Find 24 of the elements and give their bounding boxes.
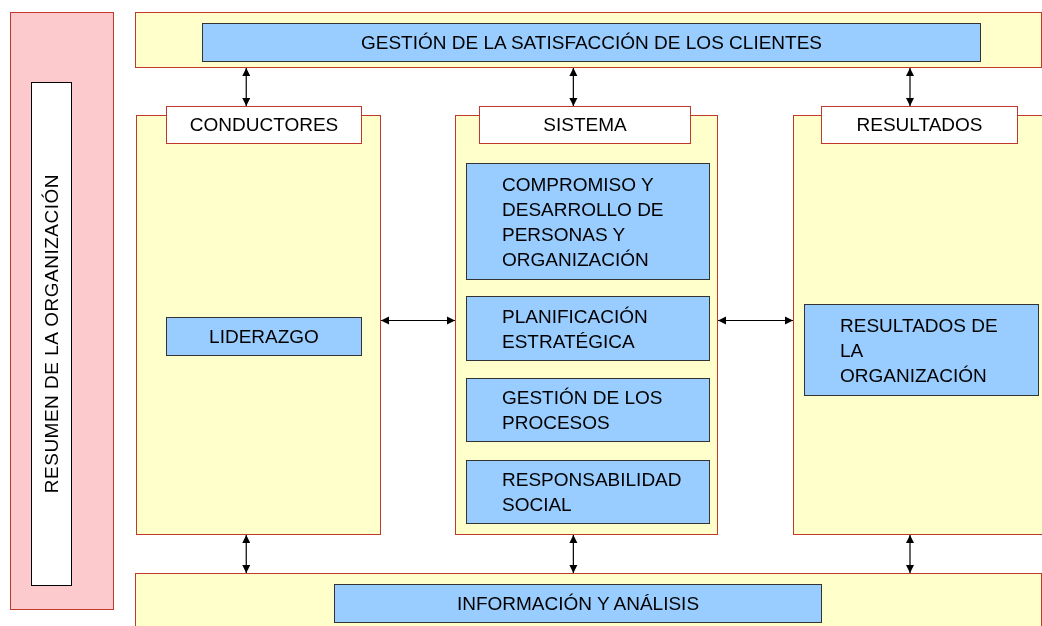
double-arrow xyxy=(242,67,251,107)
process-box: GESTIÓN DE LOS PROCESOS xyxy=(466,378,710,442)
process-box: RESPONSABILIDAD SOCIAL xyxy=(466,460,710,524)
double-arrow xyxy=(717,316,794,325)
process-box: COMPROMISO Y DESARROLLO DE PERSONAS Y ORGANIZACIÓN xyxy=(466,163,710,280)
process-box: INFORMACIÓN Y ANÁLISIS xyxy=(334,584,822,623)
double-arrow xyxy=(569,534,578,574)
bottom-band xyxy=(135,573,1042,626)
column-heading: CONDUCTORES xyxy=(166,106,362,144)
process-box: PLANIFICACIÓN ESTRATÉGICA xyxy=(466,296,710,361)
process-box: RESULTADOS DE LA ORGANIZACIÓN xyxy=(804,304,1039,396)
double-arrow xyxy=(569,67,578,107)
double-arrow xyxy=(905,67,915,107)
side-band xyxy=(10,12,114,610)
double-arrow xyxy=(905,534,915,574)
label-box xyxy=(31,82,72,586)
vertical-label: RESUMEN DE LA ORGANIZACIÓN xyxy=(40,174,63,494)
column-heading: RESULTADOS xyxy=(821,106,1018,144)
top-band xyxy=(135,12,1042,68)
column-heading: SISTEMA xyxy=(479,106,691,144)
process-box: GESTIÓN DE LA SATISFACCIÓN DE LOS CLIENTES xyxy=(202,23,981,62)
double-arrow xyxy=(380,316,456,325)
process-box: LIDERAZGO xyxy=(166,317,362,356)
double-arrow xyxy=(242,534,251,574)
